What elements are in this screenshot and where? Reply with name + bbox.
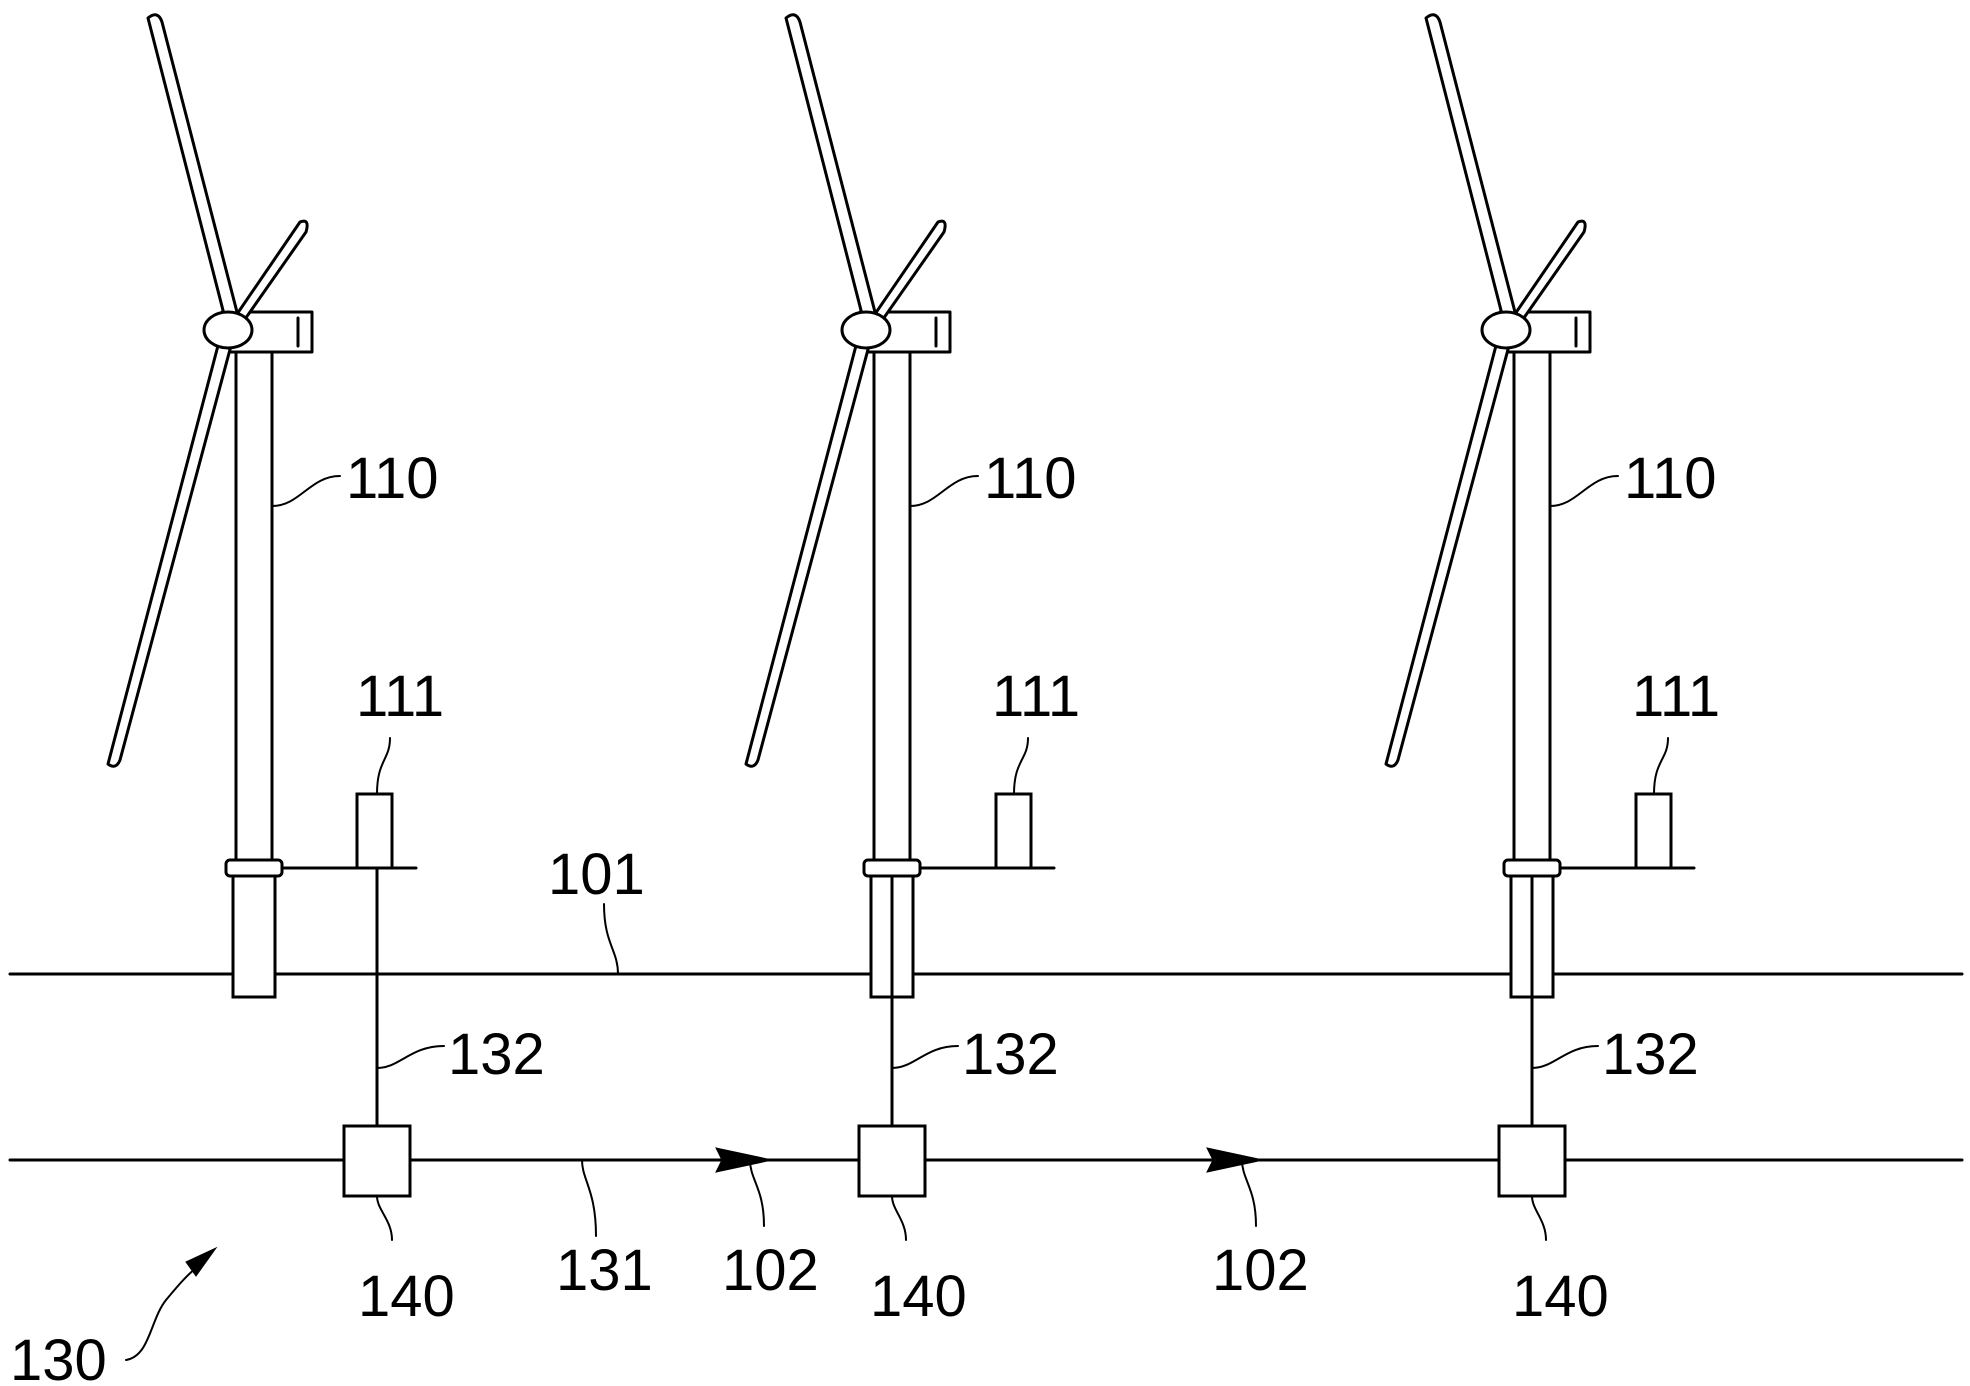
label-140-1: 140 xyxy=(358,1264,455,1329)
label-110-3: 110 xyxy=(1624,446,1716,511)
label-130: 130 xyxy=(10,1328,107,1386)
label-111-1: 111 xyxy=(356,664,444,729)
network-arrow-head xyxy=(185,1246,218,1277)
wind-turbine-1 xyxy=(106,13,445,1241)
label-110-1: 110 xyxy=(346,446,438,511)
label-132-2: 132 xyxy=(962,1022,1059,1087)
device-111-box-2 xyxy=(994,792,1033,870)
label-131: 131 xyxy=(556,1238,653,1303)
label-110-2: 110 xyxy=(984,446,1076,511)
label-140-3: 140 xyxy=(1512,1264,1609,1329)
label-102-1: 102 xyxy=(722,1238,819,1303)
label-132-1: 132 xyxy=(448,1022,545,1087)
flow-arrow-2 xyxy=(1206,1147,1264,1173)
label-132-3: 132 xyxy=(1602,1022,1699,1087)
label-140-2: 140 xyxy=(870,1264,967,1329)
connector-box-1 xyxy=(342,1124,412,1198)
device-111-box-1 xyxy=(355,792,394,870)
connector-box-2 xyxy=(857,1124,927,1198)
device-111-box-3 xyxy=(1634,792,1673,870)
wind-turbine-3 xyxy=(1384,13,1696,1241)
label-101: 101 xyxy=(548,842,645,907)
flow-arrow-1 xyxy=(715,1147,773,1173)
connector-box-3 xyxy=(1497,1124,1567,1198)
label-102-2: 102 xyxy=(1212,1238,1309,1303)
wind-turbine-2 xyxy=(744,13,1056,1241)
label-111-2: 111 xyxy=(992,664,1080,729)
label-111-3: 111 xyxy=(1632,664,1720,729)
